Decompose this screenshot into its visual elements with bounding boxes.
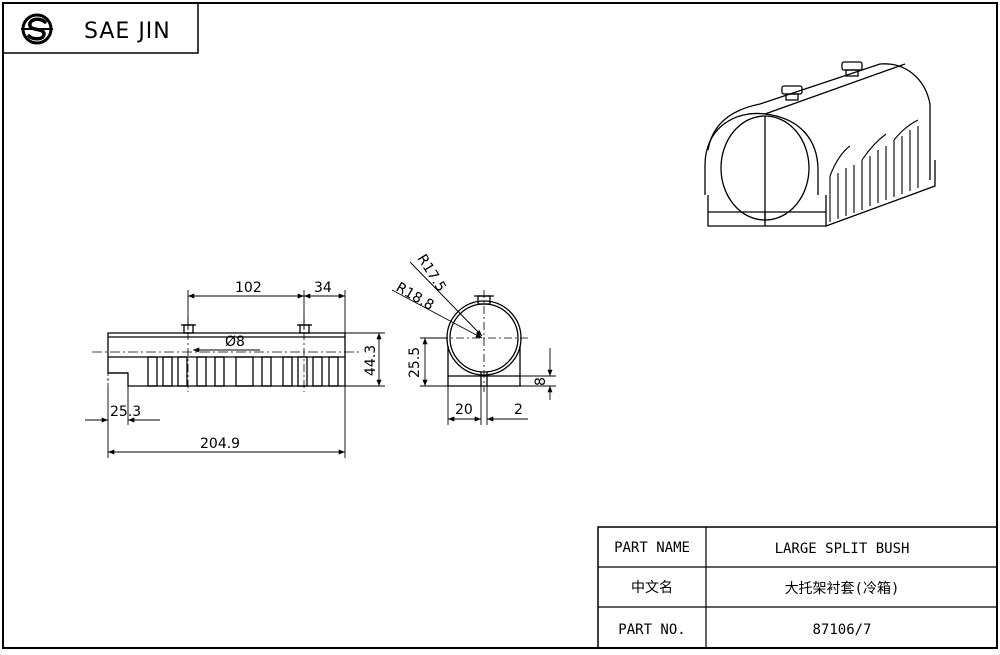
part-no-label: PART NO. — [618, 622, 685, 638]
dim-half-width: 20 — [455, 402, 473, 418]
rib-slots — [147, 356, 339, 387]
chinese-name-value: 大托架衬套(冷箱) — [785, 581, 900, 597]
dim-height: 44.3 — [363, 345, 379, 376]
iso-ribs — [829, 119, 919, 222]
part-name-label: PART NAME — [614, 540, 690, 556]
dim-inner-radius: R17.5 — [414, 252, 449, 295]
dim-gap: 2 — [514, 402, 523, 418]
dim-base-height: 8 — [533, 377, 549, 386]
isometric-view — [704, 61, 936, 227]
title-block: PART NAME LARGE SPLIT BUSH 中文名 大托架衬套(冷箱)… — [597, 526, 998, 649]
logo-box: SAE JIN — [3, 3, 199, 54]
dim-hole-diameter: Ø8 — [225, 334, 245, 350]
front-dimensions — [85, 290, 385, 458]
part-no-value: 87106/7 — [812, 622, 871, 638]
dim-length: 204.9 — [200, 436, 240, 452]
dim-pitch: 102 — [235, 280, 262, 296]
sae-jin-s-logo-icon — [21, 13, 53, 45]
company-name: SAE JIN — [84, 19, 171, 44]
dim-step: 25.3 — [110, 404, 141, 420]
side-dimensions — [391, 261, 556, 425]
front-view — [92, 316, 360, 392]
dim-center-height: 25.5 — [407, 347, 423, 378]
dim-end-offset: 34 — [314, 280, 332, 296]
iso-pins — [781, 61, 863, 101]
side-view — [440, 290, 530, 392]
part-name-value: LARGE SPLIT BUSH — [775, 541, 910, 557]
chinese-name-label: 中文名 — [631, 580, 673, 596]
